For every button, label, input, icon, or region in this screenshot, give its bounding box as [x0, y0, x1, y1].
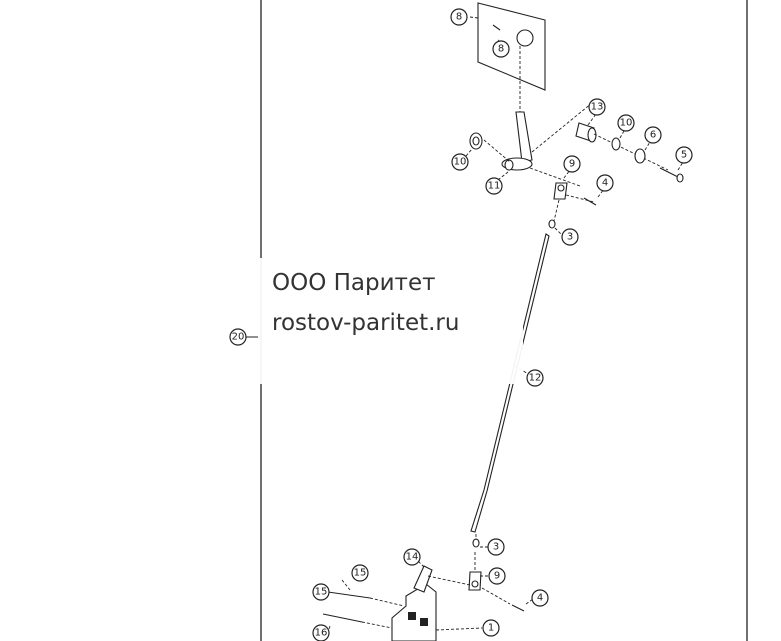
callout-15-lower: 15: [312, 583, 330, 601]
svg-text:6: 6: [650, 130, 656, 141]
callout-14: 14: [403, 548, 421, 566]
control-valve-part: [391, 556, 483, 641]
callout-13: 13: [588, 98, 606, 116]
svg-text:4: 4: [602, 178, 608, 189]
svg-text:4: 4: [537, 593, 543, 604]
watermark-company: ООО Паритет: [272, 270, 436, 296]
svg-text:12: 12: [529, 373, 542, 384]
callout-3-lower: 3: [487, 538, 505, 556]
svg-text:10: 10: [454, 157, 467, 168]
upper-lever-part: [483, 102, 593, 187]
callout-1: 1: [482, 619, 500, 637]
nut-lower-part: [472, 534, 488, 548]
callout-5: 5: [675, 146, 693, 164]
clevis-upper-part: [553, 169, 595, 222]
callout-11: 11: [485, 177, 503, 195]
callout-16: 16: [312, 624, 330, 641]
svg-text:8: 8: [456, 12, 462, 23]
watermark: ООО Паритет rostov-paritet.ru: [258, 258, 523, 384]
svg-text:3: 3: [493, 542, 499, 553]
callout-4-lower: 4: [531, 589, 549, 607]
callout-3-upper: 3: [561, 228, 579, 246]
svg-text:20: 20: [232, 332, 245, 343]
callout-9-lower: 9: [488, 567, 506, 585]
nut-upper-part: [548, 219, 563, 236]
svg-text:9: 9: [494, 571, 500, 582]
svg-text:1: 1: [488, 623, 494, 634]
clevis-lower-part: [468, 552, 490, 591]
svg-text:14: 14: [406, 552, 419, 563]
bolt-part: [659, 161, 684, 183]
callout-10-right: 10: [617, 114, 635, 132]
callout-10-left: 10: [451, 153, 469, 171]
spacer-part: [611, 130, 651, 164]
bolt-upper-4-part: [583, 188, 605, 206]
plate-part: [469, 2, 546, 91]
washer-part: [465, 132, 483, 157]
callout-8: 8: [492, 40, 510, 58]
svg-text:8: 8: [498, 44, 504, 55]
svg-text:9: 9: [569, 159, 575, 170]
callout-6: 6: [644, 126, 662, 144]
svg-text:15: 15: [315, 587, 328, 598]
bushing-part: [575, 113, 669, 171]
watermark-website: rostov-paritet.ru: [272, 310, 460, 336]
svg-text:16: 16: [315, 628, 328, 639]
pin-16-part: [322, 613, 393, 633]
svg-text:3: 3: [567, 232, 573, 243]
callout-15-upper: 15: [351, 564, 369, 582]
svg-text:15: 15: [354, 568, 367, 579]
callout-9-upper: 9: [563, 155, 581, 173]
callout-4-upper: 4: [596, 174, 614, 192]
pin-15-part: [327, 579, 405, 607]
svg-text:10: 10: [620, 118, 633, 129]
callout-12: 12: [526, 369, 544, 387]
callout-20: 20: [229, 328, 247, 346]
svg-text:13: 13: [591, 102, 604, 113]
callout-7: 8: [450, 8, 468, 26]
svg-text:11: 11: [488, 181, 501, 192]
bolt-lower-4-part: [481, 587, 534, 612]
knob-part: [492, 24, 534, 112]
svg-text:5: 5: [681, 150, 687, 161]
